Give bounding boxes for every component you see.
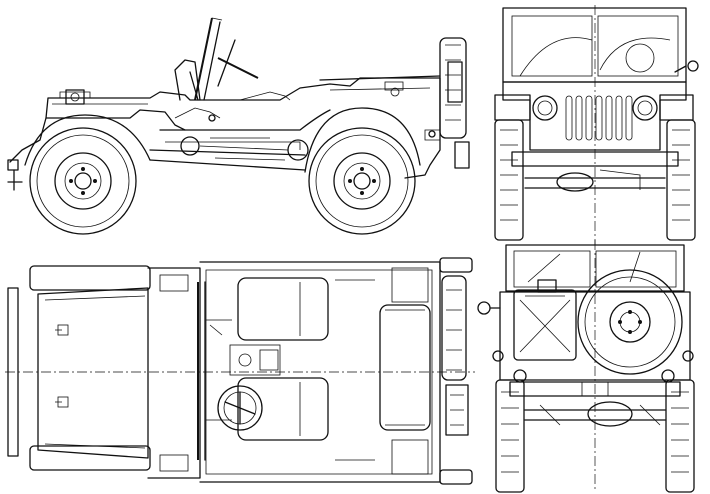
rear-view [477,240,695,493]
side-view [7,17,470,235]
front-view [494,5,699,245]
top-view [5,257,475,485]
